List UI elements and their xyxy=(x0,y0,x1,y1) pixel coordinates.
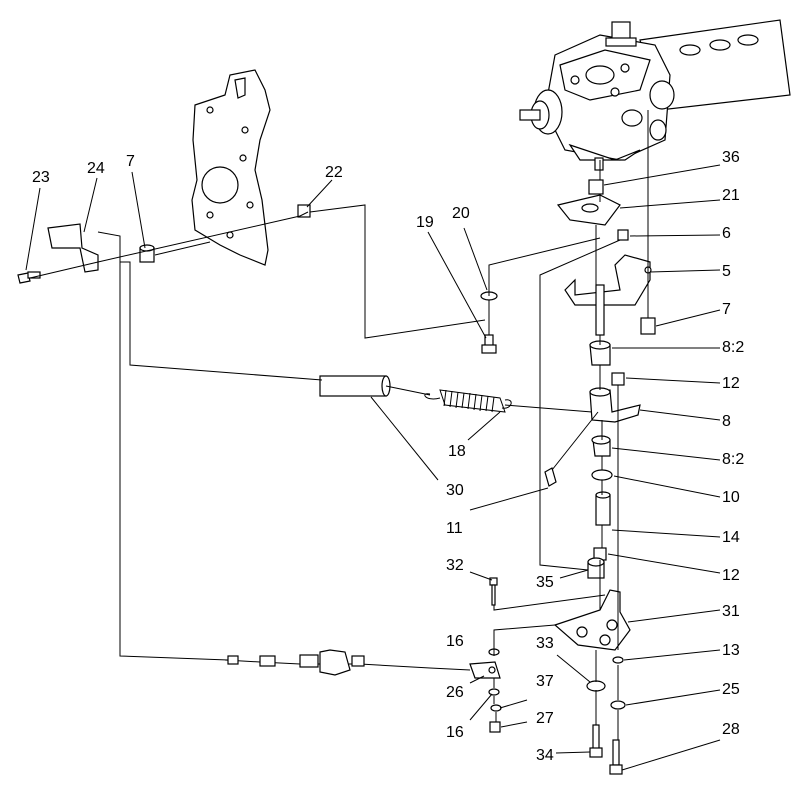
callout-5: 5 xyxy=(722,263,731,280)
callout-11: 11 xyxy=(446,520,463,537)
washer-13 xyxy=(612,656,624,664)
callouts: 23 24 7 22 19 20 36 21 6 5 7 8:2 12 8 18… xyxy=(32,149,744,764)
mounting-plate xyxy=(191,69,271,266)
callout-28: 28 xyxy=(722,721,740,738)
callout-16-lower: 16 xyxy=(446,724,464,741)
callout-32: 32 xyxy=(446,557,464,574)
bushing-35 xyxy=(587,557,605,579)
callout-12-upper: 12 xyxy=(722,375,740,392)
callout-14: 14 xyxy=(722,529,740,546)
nut-12-upper xyxy=(611,372,625,386)
callout-8: 8 xyxy=(722,413,731,430)
washer-25 xyxy=(610,700,626,710)
arm-8 xyxy=(589,389,641,423)
callout-13: 13 xyxy=(722,642,740,659)
bracket-5 xyxy=(564,254,651,306)
spacer-14 xyxy=(595,491,611,526)
callout-19: 19 xyxy=(416,214,434,231)
nut-27 xyxy=(489,721,501,733)
callout-37: 37 xyxy=(536,673,554,690)
callout-23: 23 xyxy=(32,169,50,186)
callout-36: 36 xyxy=(722,149,740,166)
callout-31: 31 xyxy=(722,603,740,620)
callout-8-2-lower: 8:2 xyxy=(722,451,744,468)
washer-37 xyxy=(490,704,502,712)
nut-6 xyxy=(617,229,629,241)
nut-36 xyxy=(588,179,604,195)
cable-26 xyxy=(224,649,501,679)
sleeve-30 xyxy=(319,375,391,397)
callout-7-left: 7 xyxy=(126,153,135,170)
leader-lines xyxy=(25,164,721,771)
bolt-32 xyxy=(489,577,498,606)
washer-10 xyxy=(591,469,613,481)
spring-18 xyxy=(424,389,512,413)
bracket-24 xyxy=(47,223,99,273)
callout-25: 25 xyxy=(722,681,740,698)
bolt-19 xyxy=(481,334,497,354)
callout-12-lower: 12 xyxy=(722,567,740,584)
setscrew-11 xyxy=(544,467,557,487)
plate-31 xyxy=(553,589,631,651)
callout-35: 35 xyxy=(536,574,554,591)
callout-18: 18 xyxy=(448,443,466,460)
callout-8-2-upper: 8:2 xyxy=(722,339,744,356)
assembly-lines xyxy=(29,110,649,740)
callout-30: 30 xyxy=(446,482,464,499)
callout-27: 27 xyxy=(536,710,554,727)
callout-10: 10 xyxy=(722,489,740,506)
nut-22 xyxy=(297,204,311,218)
callout-21: 21 xyxy=(722,187,740,204)
washer-16-lower xyxy=(488,688,500,696)
fastener-7-right xyxy=(640,317,656,335)
fastener-7-left xyxy=(139,244,155,263)
bolt-28 xyxy=(609,739,623,775)
callout-26: 26 xyxy=(446,684,464,701)
callout-16-upper: 16 xyxy=(446,633,464,650)
callout-33: 33 xyxy=(536,635,554,652)
callout-24: 24 xyxy=(87,160,105,177)
callout-6: 6 xyxy=(722,225,731,242)
bolt-34 xyxy=(589,724,603,758)
callout-34: 34 xyxy=(536,747,554,764)
bolt-23 xyxy=(17,271,41,284)
washer-33 xyxy=(586,680,606,692)
callout-20: 20 xyxy=(452,205,470,222)
callout-7-right: 7 xyxy=(722,301,731,318)
hydraulic-pump xyxy=(519,19,791,171)
callout-22: 22 xyxy=(325,164,343,181)
